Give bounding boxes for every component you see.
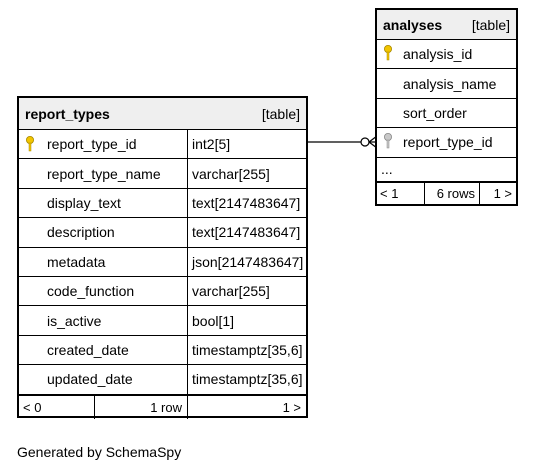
column-name: is_active <box>19 306 188 335</box>
column-name: metadata <box>19 247 188 276</box>
analyses-table[interactable]: analyses [table] analysis_id analysis_na… <box>375 8 518 206</box>
column-type: text[2147483647] <box>192 194 301 211</box>
column-row[interactable]: sort_order <box>377 99 516 129</box>
column-name: report_type_id <box>403 134 493 151</box>
row-count: 1 row <box>95 395 188 419</box>
foreign-key-icon <box>384 133 392 149</box>
column-name: report_type_id <box>47 136 137 153</box>
column-row[interactable]: report_type_id int2[5] <box>19 130 306 160</box>
table-kind: [table] <box>261 105 300 122</box>
report-types-table[interactable]: report_types [table] report_type_id int2… <box>17 96 308 419</box>
generator-credit: Generated by SchemaSpy <box>17 444 182 460</box>
parents-count[interactable]: 1 > <box>282 399 301 415</box>
row-count: 6 rows <box>425 182 480 205</box>
column-type: timestamptz[35,6] <box>192 341 303 358</box>
column-name: analysis_name <box>403 75 497 92</box>
column-type: timestamptz[35,6] <box>192 371 303 388</box>
children-count[interactable]: < 1 <box>377 182 425 205</box>
primary-key-icon <box>384 45 392 61</box>
table-footer: < 1 6 rows 1 > <box>377 181 516 205</box>
column-name: sort_order <box>403 104 467 121</box>
column-type: json[2147483647] <box>192 253 304 270</box>
children-count[interactable]: < 0 <box>19 395 95 419</box>
column-row[interactable]: report_type_id <box>377 128 516 158</box>
column-row[interactable]: analysis_name <box>377 69 516 99</box>
column-name: created_date <box>19 335 188 365</box>
table-footer: < 0 1 row 1 > <box>19 394 306 419</box>
parents-count[interactable]: 1 > <box>493 186 512 202</box>
column-row[interactable]: analysis_id <box>377 40 516 70</box>
column-type: varchar[255] <box>192 165 270 182</box>
more-columns-ellipsis: ... <box>381 161 393 178</box>
column-name: report_type_name <box>19 159 188 188</box>
column-row[interactable]: metadata json[2147483647] <box>19 247 306 277</box>
table-name: report_types <box>25 105 110 122</box>
primary-key-icon <box>26 136 34 152</box>
column-name: updated_date <box>19 365 188 394</box>
column-name: analysis_id <box>403 46 473 63</box>
column-name: display_text <box>19 188 188 218</box>
column-row[interactable]: display_text text[2147483647] <box>19 188 306 219</box>
table-header: report_types [table] <box>19 98 306 130</box>
more-columns-row: ... <box>377 158 516 182</box>
column-type: text[2147483647] <box>192 224 301 241</box>
column-row[interactable]: created_date timestamptz[35,6] <box>19 335 306 366</box>
column-row[interactable]: code_function varchar[255] <box>19 276 306 307</box>
column-type: bool[1] <box>192 312 235 329</box>
table-kind: [table] <box>471 16 510 33</box>
column-row[interactable]: updated_date timestamptz[35,6] <box>19 365 306 395</box>
table-header: analyses [table] <box>377 10 516 40</box>
column-row[interactable]: report_type_name varchar[255] <box>19 159 306 189</box>
column-row[interactable]: is_active bool[1] <box>19 306 306 336</box>
column-type: varchar[255] <box>192 283 270 300</box>
table-name: analyses <box>383 16 443 33</box>
zero-optional-marker <box>360 137 370 147</box>
column-type: int2[5] <box>192 136 231 153</box>
column-row[interactable]: description text[2147483647] <box>19 218 306 248</box>
column-name: code_function <box>19 276 188 306</box>
column-name: description <box>19 218 188 247</box>
